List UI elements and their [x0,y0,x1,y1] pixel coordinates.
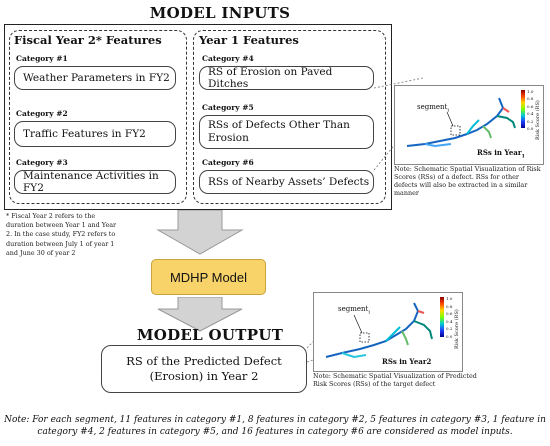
category-6-box: RSs of Nearby Assets’ Defects [199,170,374,194]
map-year1-note: Note: Schematic Spatial Visualization of… [394,165,541,197]
output-line2: (Erosion) in Year 2 [149,369,259,383]
year-1-panel [193,30,386,204]
map-year2-note: Note: Schematic Spatial Visualization of… [313,372,477,388]
arrow-model-to-output [157,297,243,332]
category-3-box: Maintenance Activities in FY2 [14,170,176,194]
arrow-inputs-to-model [156,210,244,255]
model-output-title: MODEL OUTPUT [136,326,284,344]
category-3-text: Maintenance Activities in FY2 [23,170,159,194]
fiscal-year-2-title: Fiscal Year 2* Features [14,33,162,47]
category-5-box: RSs of Defects Other Than Erosion [199,115,374,149]
fiscal-year-footnote: * Fiscal Year 2 refers to the duration b… [6,212,117,257]
map-year2-segment-label: segmenti [338,305,370,316]
mdhp-model-label: MDHP Model [169,269,248,285]
category-1-box: Weather Parameters in FY2 [14,66,176,90]
footer-line2: category #4, 2 features in category #5, … [37,427,513,437]
map-year2-colorbar [440,297,444,337]
map-year1-segment-label: segmenti [417,103,449,114]
map-year1-colorbar-label: Risk Score (RS) [535,100,541,140]
category-2-box: Traffic Features in FY2 [14,121,176,147]
category-5-text-line1: RSs of Defects Other Than [208,119,350,131]
map-year1-caption: RSs in Year1 [477,148,525,160]
category-2-label: Category #2 [16,109,68,118]
category-5-label: Category #5 [202,103,254,112]
map-year2-caption: RSs in Year2 [382,357,432,366]
category-4-text: RS of Erosion on Paved Ditches [208,66,333,90]
category-6-text: RSs of Nearby Assets’ Defects [208,176,370,188]
category-6-label: Category #6 [202,158,254,167]
fiscal-year-2-panel [9,30,187,204]
map-year2-network [325,302,433,359]
category-3-label: Category #3 [16,158,68,167]
category-5-text-line2: Erosion [208,132,249,144]
footer-note: Note: For each segment, 11 features in c… [2,414,548,438]
map-year2-colorbar-label: Risk Score (RS) [454,309,460,349]
map-year1-network [406,97,516,148]
category-1-label: Category #1 [16,54,68,63]
year-1-title: Year 1 Features [199,33,299,47]
output-line1: RS of the Predicted Defect [126,354,282,368]
category-4-label: Category #4 [202,54,254,63]
map-year1-colorbar [521,90,525,128]
category-2-text: Traffic Features in FY2 [23,128,146,140]
mdhp-model-box: MDHP Model [151,259,266,295]
category-1-text: Weather Parameters in FY2 [23,72,170,84]
output-box: RS of the Predicted Defect (Erosion) in … [101,345,307,393]
category-4-box: RS of Erosion on Paved Ditches [199,66,374,90]
model-inputs-title: MODEL INPUTS [149,4,291,22]
footer-line1: Note: For each segment, 11 features in c… [4,415,546,425]
